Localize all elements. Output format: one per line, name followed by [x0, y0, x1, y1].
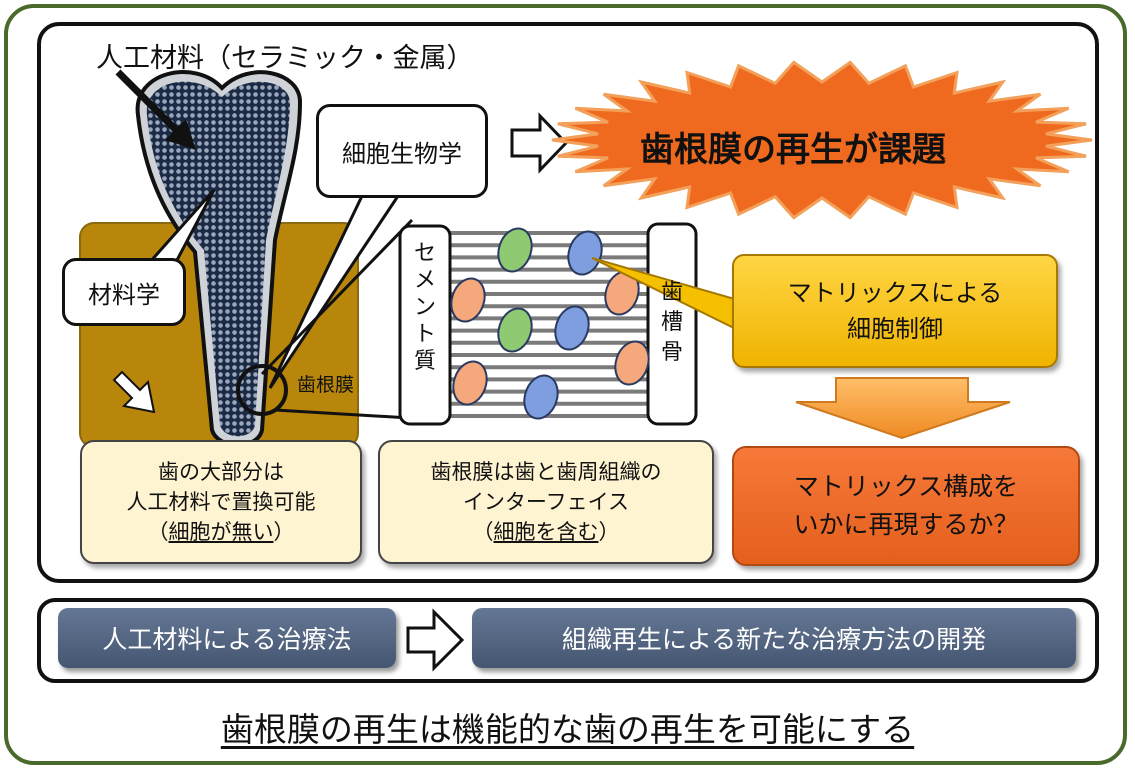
pdl-interface-box: 歯根膜は歯と歯周組織の インターフェイス （細胞を含む）	[378, 440, 714, 564]
pdl-interface-line3: （細胞を含む）	[473, 517, 620, 547]
bone-char: 歯	[660, 280, 683, 305]
matrix-question-line2: いかに再現するか？	[793, 510, 1019, 539]
paren-close: ）	[273, 520, 295, 544]
artificial-treatment-box: 人工材料による治療法	[58, 608, 396, 668]
regeneration-treatment-text: 組織再生による新たな治療方法の開発	[561, 625, 987, 654]
pdl-cell	[567, 230, 603, 276]
paren-open: （	[147, 520, 169, 544]
cementum-char: メ	[413, 268, 436, 293]
tooth-replace-line2: 人工材料で置換可能	[126, 490, 316, 514]
contains-cells-text: 細胞を含む	[493, 520, 599, 544]
pdl-cell	[554, 305, 590, 351]
matrix-question-box: マトリックス構成を いかに再現するか？	[732, 446, 1080, 566]
pdl-cells	[450, 227, 650, 420]
pdl-cell	[497, 227, 533, 273]
pdl-cell	[452, 360, 488, 406]
paren-close: ）	[598, 520, 620, 544]
tooth-replace-line3: （細胞が無い）	[148, 517, 295, 547]
pdl-cell	[614, 340, 650, 386]
footer-statement: 歯根膜の再生は機能的な歯の再生を可能にする	[220, 710, 915, 749]
matrix-control-line2: 細胞制御	[847, 315, 943, 343]
right-arrow-2	[406, 608, 465, 672]
cementum-char: セ	[413, 241, 436, 266]
matrix-control-line1: マトリックスによる	[787, 279, 1003, 307]
no-cells-text: 細胞が無い	[168, 520, 274, 544]
pdl-cell	[450, 277, 486, 323]
pdl-cell	[523, 374, 559, 420]
matrix-control-box: マトリックスによる 細胞制御	[732, 254, 1058, 368]
tooth-replace-line1: 歯の大部分は	[158, 460, 284, 484]
cell-biology-callout: 細胞生物学	[316, 104, 488, 198]
pdl-label: 歯根膜	[297, 374, 355, 396]
cementum-char: ト	[413, 322, 436, 347]
pdl-highlight-circle	[236, 364, 288, 416]
pdl-cell	[497, 307, 533, 353]
materials-science-callout: 材料学	[62, 258, 186, 326]
materials-science-text: 材料学	[88, 280, 160, 309]
pdl-interface-line2: インターフェイス	[462, 490, 630, 514]
tooth-material	[146, 81, 291, 437]
material-label: 人工材料（セラミック・金属）	[96, 43, 474, 74]
cementum-char: ン	[413, 295, 436, 320]
burst-text: 歯根膜の再生が課題	[640, 130, 946, 170]
orange-down-arrow	[795, 377, 1011, 440]
bone-char: 骨	[660, 340, 683, 365]
paren-open: （	[472, 520, 494, 544]
tooth-replace-box: 歯の大部分は 人工材料で置換可能 （細胞が無い）	[80, 440, 362, 564]
cementum-label: セ メ ン ト 質	[412, 240, 438, 375]
alveolar-bone-label: 歯 槽 骨	[659, 278, 685, 368]
cementum-bar	[398, 224, 452, 426]
regeneration-treatment-box: 組織再生による新たな治療方法の開発	[472, 608, 1076, 668]
artificial-treatment-text: 人工材料による治療法	[102, 625, 352, 654]
pdl-interface-line1: 歯根膜は歯と歯周組織の	[430, 460, 662, 484]
burst-star	[551, 60, 1093, 220]
matrix-question-line1: マトリックス構成を	[793, 472, 1019, 501]
material-arrow-head	[165, 119, 196, 150]
material-arrow-line	[115, 69, 179, 133]
burst-shape	[551, 60, 1093, 220]
right-arrow-1	[510, 112, 569, 174]
cell-biology-text: 細胞生物学	[342, 139, 462, 168]
cementum-char: 質	[413, 349, 436, 374]
bone-char: 槽	[660, 310, 683, 335]
white-down-arrow	[112, 370, 156, 414]
alveolar-bone-bar	[646, 222, 698, 426]
